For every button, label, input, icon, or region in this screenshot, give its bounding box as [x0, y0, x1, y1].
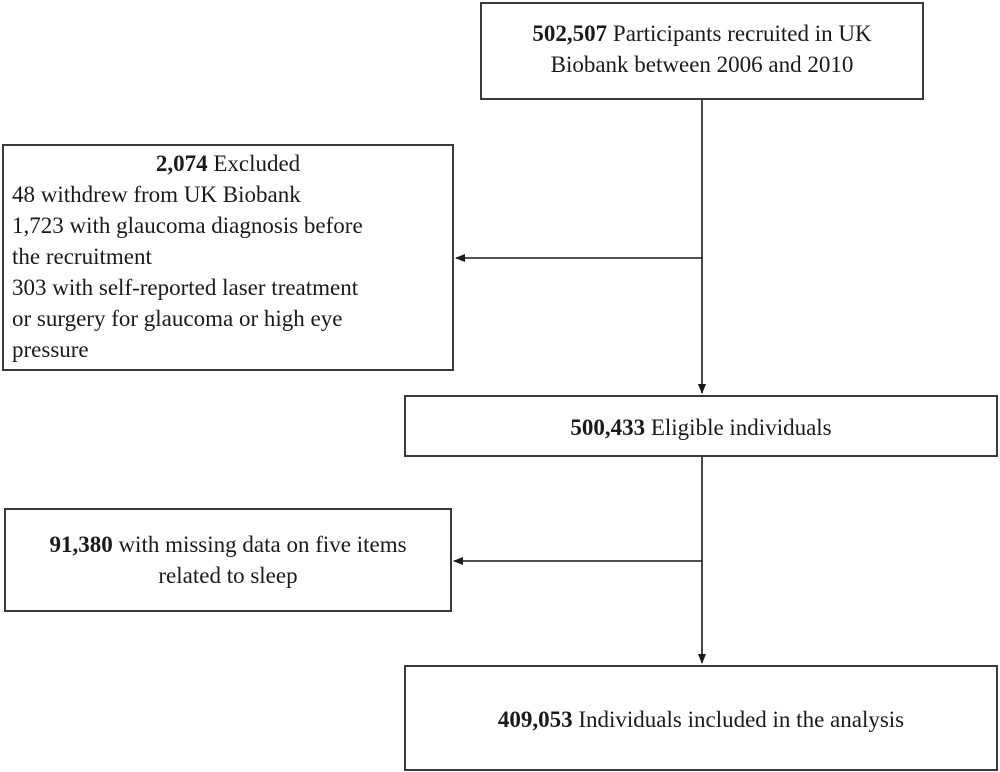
missing-text: with missing data on five items — [112, 532, 407, 557]
eligible-box: 500,433 Eligible individuals — [404, 395, 998, 457]
excluded-heading: 2,074 Excluded — [12, 148, 452, 179]
recruited-count: 502,507 — [532, 21, 608, 46]
recruited-line-2: Biobank between 2006 and 2010 — [550, 52, 854, 77]
excluded-reason: 48 withdrew from UK Biobank — [12, 182, 301, 207]
excluded-reason: or surgery for glaucoma or high eye — [12, 306, 343, 331]
included-line: 409,053 Individuals included in the anal… — [406, 704, 996, 735]
missing-data-box: 91,380 with missing data on five items r… — [4, 508, 452, 612]
excluded-reason: pressure — [12, 337, 89, 362]
excluded-label: Excluded — [207, 151, 301, 176]
excluded-box: 2,074 Excluded 48 withdrew from UK Bioba… — [2, 144, 454, 371]
recruited-line-1: 502,507 Participants recruited in UK — [482, 18, 922, 49]
excluded-count: 2,074 — [155, 151, 208, 176]
eligible-count: 500,433 — [570, 415, 646, 440]
excluded-reason: the recruitment — [12, 244, 152, 269]
excluded-reason: 1,723 with glaucoma diagnosis before — [12, 213, 363, 238]
recruited-text: Participants recruited in UK — [607, 21, 872, 46]
included-count: 409,053 — [497, 707, 573, 732]
eligible-label: Eligible individuals — [645, 415, 832, 440]
included-box: 409,053 Individuals included in the anal… — [404, 665, 998, 771]
eligible-line: 500,433 Eligible individuals — [406, 412, 996, 443]
excluded-reason: 303 with self-reported laser treatment — [12, 275, 359, 300]
missing-line-1: 91,380 with missing data on five items — [6, 529, 450, 560]
missing-line-2: related to sleep — [158, 563, 298, 588]
included-label: Individuals included in the analysis — [572, 707, 905, 732]
missing-count: 91,380 — [49, 532, 113, 557]
recruited-box: 502,507 Participants recruited in UK Bio… — [480, 2, 924, 100]
